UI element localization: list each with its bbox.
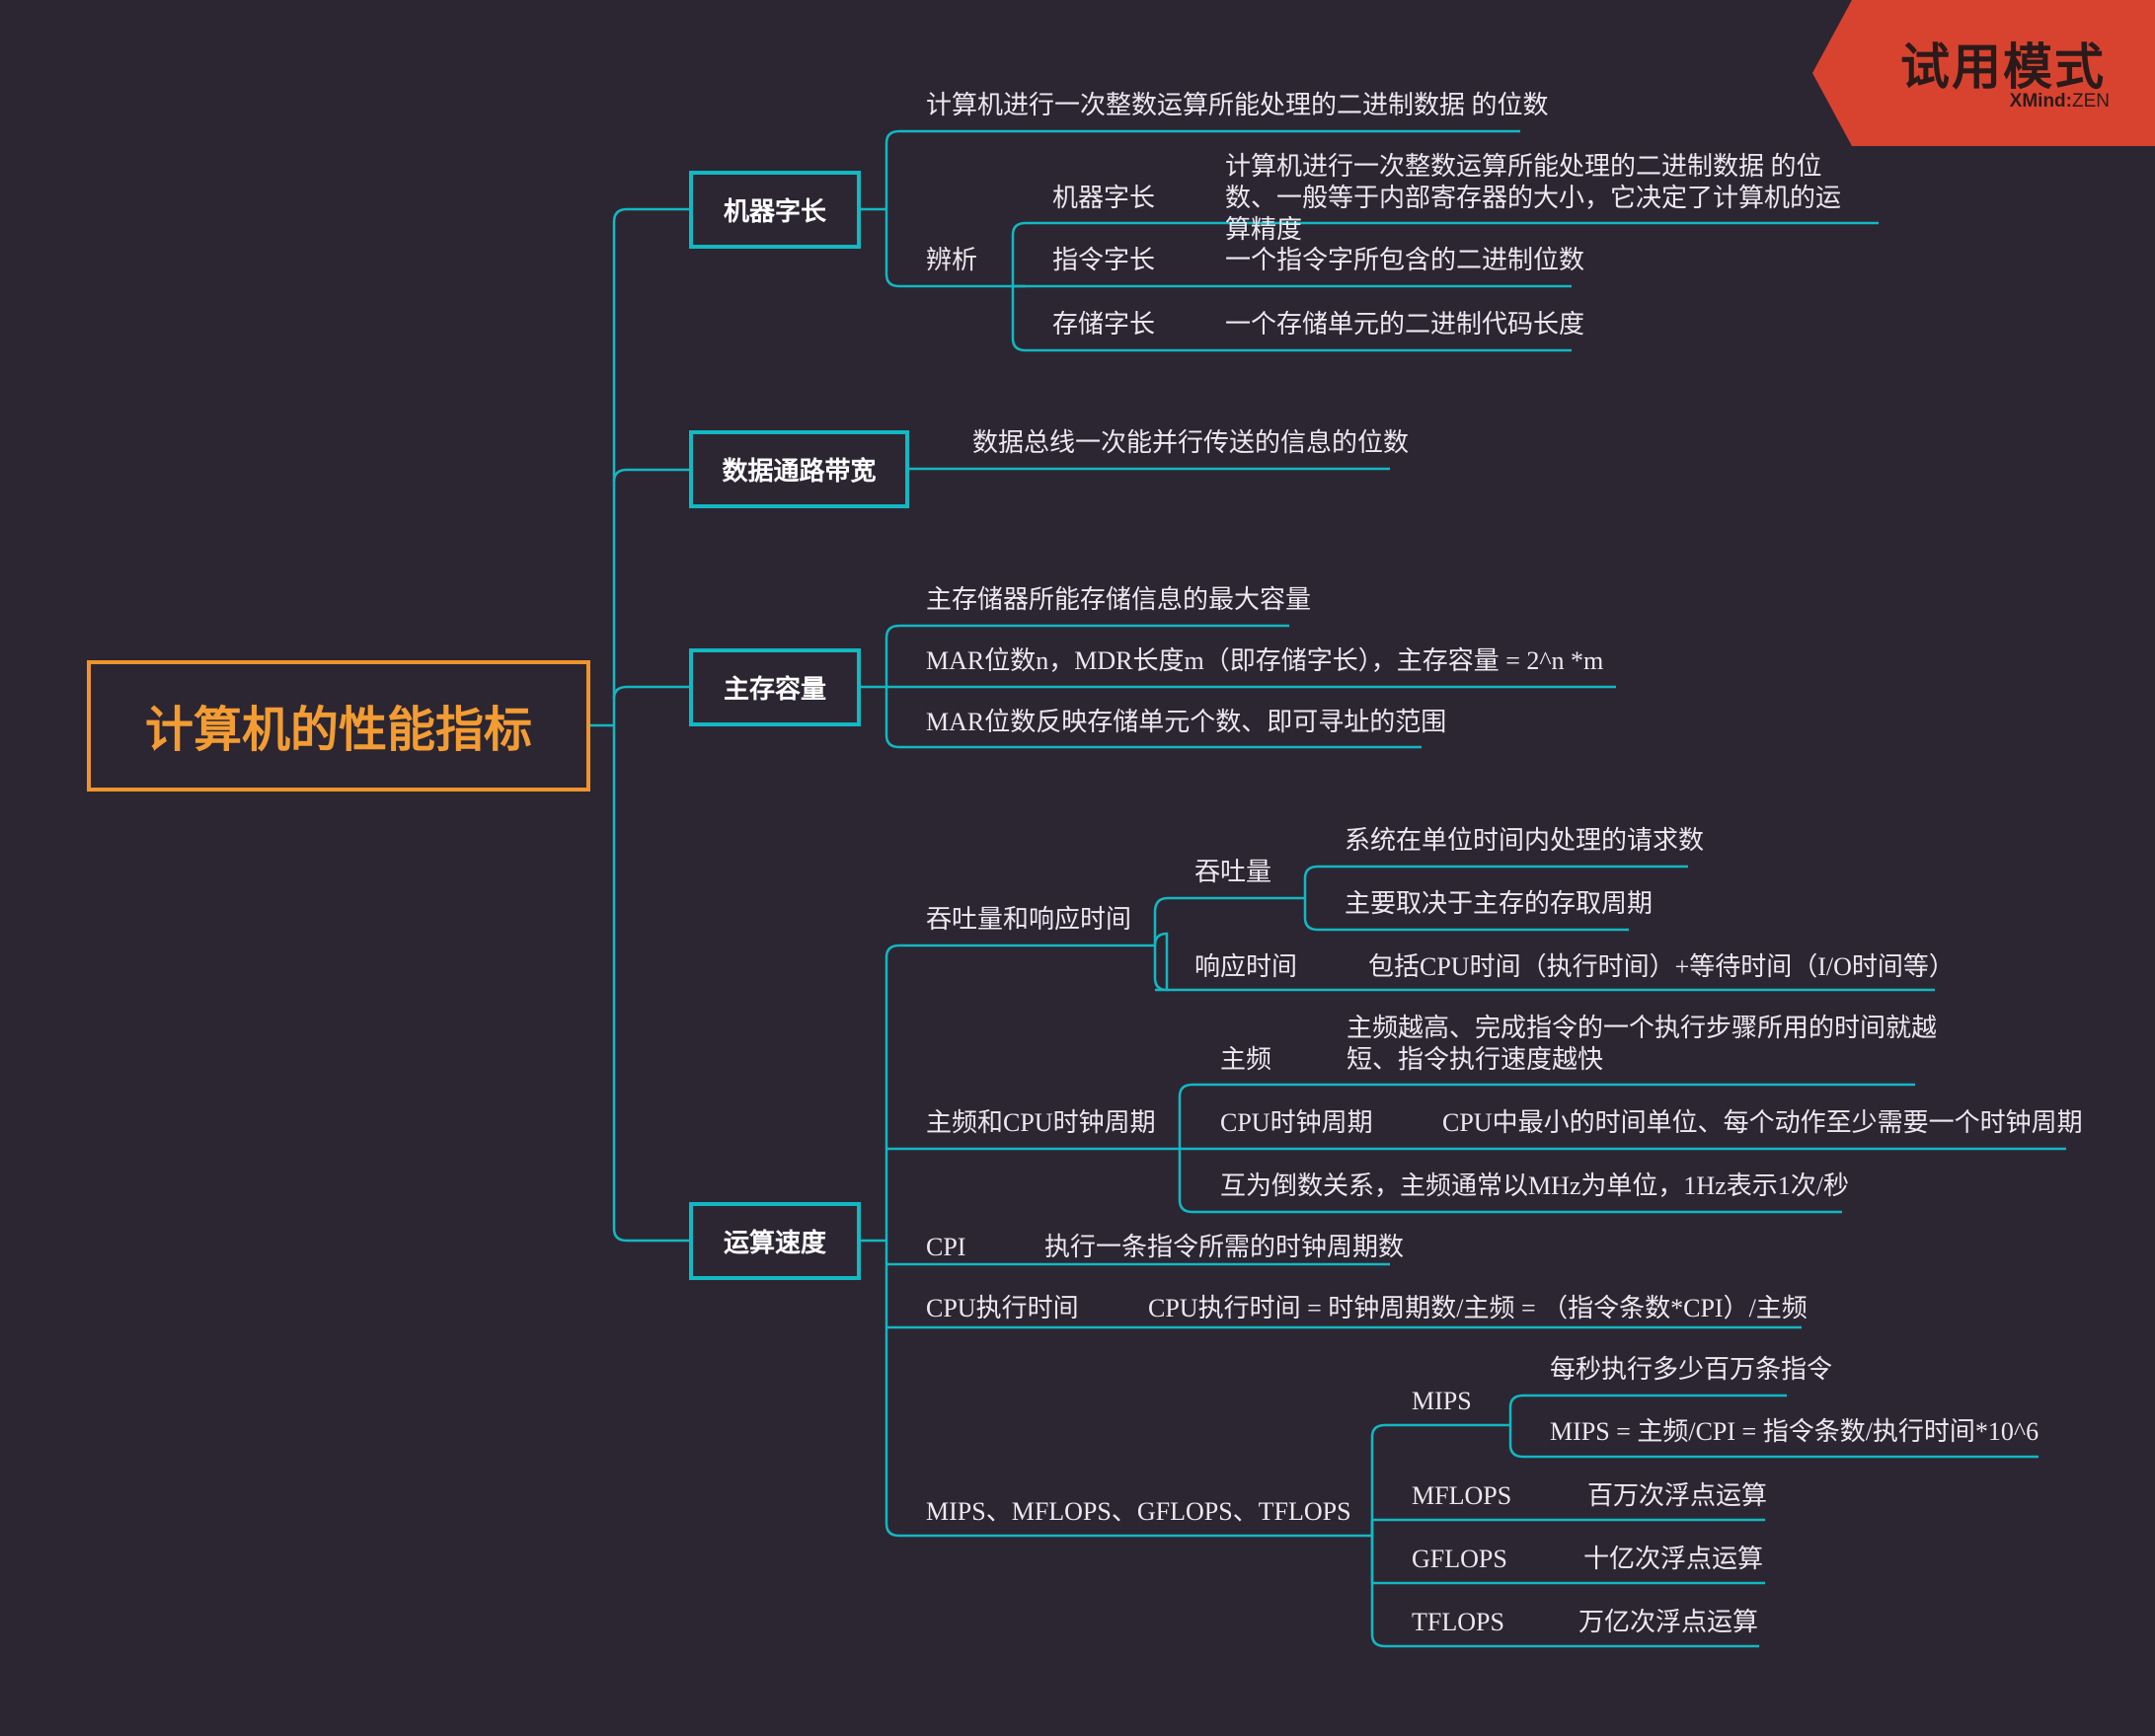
branch-word-length[interactable]: 机器字长 (689, 171, 861, 249)
topic-freq-text[interactable]: 主频越高、完成指令的一个执行步骤所用的时间就越短、指令执行速度越快 (1347, 1014, 1938, 1074)
topic-mips-group[interactable]: MIPS、MFLOPS、GFLOPS、TFLOPS (926, 1497, 1351, 1526)
branch-label: 运算速度 (723, 1229, 826, 1258)
topic-throughput[interactable]: 吞吐量 (1194, 858, 1272, 886)
brand-separator: : (2065, 91, 2072, 112)
branch-datapath[interactable]: 数据通路带宽 (689, 430, 909, 508)
xmind-logo: XMind:ZEN (2010, 91, 2110, 113)
topic-cpi-text[interactable]: 执行一条指令所需的时钟周期数 (1044, 1233, 1405, 1261)
topic-storage-word-text[interactable]: 一个存储单元的二进制代码长度 (1225, 310, 1585, 339)
topic-machine-word-text[interactable]: 计算机进行一次整数运算所能处理的二进制数据 的位数、一般等于内部寄存器的大小，它… (1225, 152, 1842, 244)
brand-suffix: ZEN (2072, 91, 2110, 112)
topic-throughput-item-1[interactable]: 系统在单位时间内处理的请求数 (1345, 826, 1705, 855)
badge-title: 试用模式 (1900, 38, 2106, 96)
topic-tflops[interactable]: TFLOPS (1412, 1608, 1504, 1636)
topic-memory-item-2[interactable]: MAR位数n，MDR长度m（即存储字长），主存容量 = 2^n *m (926, 646, 1604, 675)
topic-tflops-text[interactable]: 万亿次浮点运算 (1578, 1608, 1759, 1636)
topic-word-length-definition[interactable]: 计算机进行一次整数运算所能处理的二进制数据 的位数 (926, 91, 1549, 119)
topic-instruction-word[interactable]: 指令字长 (1052, 246, 1156, 274)
topic-storage-word[interactable]: 存储字长 (1052, 310, 1156, 339)
topic-gflops-text[interactable]: 十亿次浮点运算 (1583, 1545, 1764, 1573)
topic-machine-word[interactable]: 机器字长 (1052, 184, 1156, 212)
topic-mflops[interactable]: MFLOPS (1412, 1481, 1512, 1510)
badge-shape (1812, 0, 2155, 146)
topic-throughput-response[interactable]: 吞吐量和响应时间 (926, 905, 1132, 934)
branch-label: 数据通路带宽 (722, 457, 877, 487)
branch-memory[interactable]: 主存容量 (689, 648, 861, 726)
topic-cpu-time[interactable]: CPU执行时间 (926, 1294, 1079, 1322)
topic-mips-item-1[interactable]: 每秒执行多少百万条指令 (1550, 1355, 1833, 1384)
root-topic[interactable]: 计算机的性能指标 (87, 660, 590, 792)
branch-label: 主存容量 (723, 675, 826, 705)
topic-clock-relation[interactable]: 互为倒数关系，主频通常以MHz为单位，1Hz表示1次/秒 (1220, 1171, 1849, 1200)
topic-gflops[interactable]: GFLOPS (1412, 1545, 1507, 1573)
topic-memory-item-3[interactable]: MAR位数反映存储单元个数、即可寻址的范围 (926, 708, 1447, 736)
topic-clock[interactable]: 主频和CPU时钟周期 (926, 1108, 1156, 1137)
topic-cpu-time-text[interactable]: CPU执行时间 = 时钟周期数/主频 = （指令条数*CPI）/主频 (1148, 1294, 1808, 1322)
topic-response-text[interactable]: 包括CPU时间（执行时间）+等待时间（I/O时间等） (1368, 952, 1955, 981)
topic-freq[interactable]: 主频 (1220, 1045, 1272, 1074)
trial-mode-badge[interactable]: 试用模式 XMind:ZEN (1812, 0, 2155, 146)
brand-name: XMind (2009, 91, 2066, 112)
topic-cycle[interactable]: CPU时钟周期 (1220, 1108, 1373, 1137)
topic-cycle-text[interactable]: CPU中最小的时间单位、每个动作至少需要一个时钟周期 (1442, 1108, 2083, 1137)
topic-throughput-item-2[interactable]: 主要取决于主存的存取周期 (1345, 889, 1654, 918)
branch-speed[interactable]: 运算速度 (689, 1202, 861, 1280)
root-topic-label: 计算机的性能指标 (144, 702, 532, 758)
topic-memory-item-1[interactable]: 主存储器所能存储信息的最大容量 (926, 585, 1312, 614)
topic-response[interactable]: 响应时间 (1194, 952, 1298, 981)
branch-label: 机器字长 (723, 197, 826, 227)
topic-datapath-definition[interactable]: 数据总线一次能并行传送的信息的位数 (972, 428, 1410, 457)
topic-mips-item-2[interactable]: MIPS = 主频/CPI = 指令条数/执行时间*10^6 (1550, 1417, 2040, 1446)
topic-instruction-word-text[interactable]: 一个指令字所包含的二进制位数 (1225, 246, 1585, 274)
topic-analysis[interactable]: 辨析 (926, 246, 978, 274)
topic-mflops-text[interactable]: 百万次浮点运算 (1587, 1481, 1768, 1510)
topic-mips[interactable]: MIPS (1412, 1387, 1472, 1415)
topic-cpi[interactable]: CPI (926, 1233, 966, 1261)
